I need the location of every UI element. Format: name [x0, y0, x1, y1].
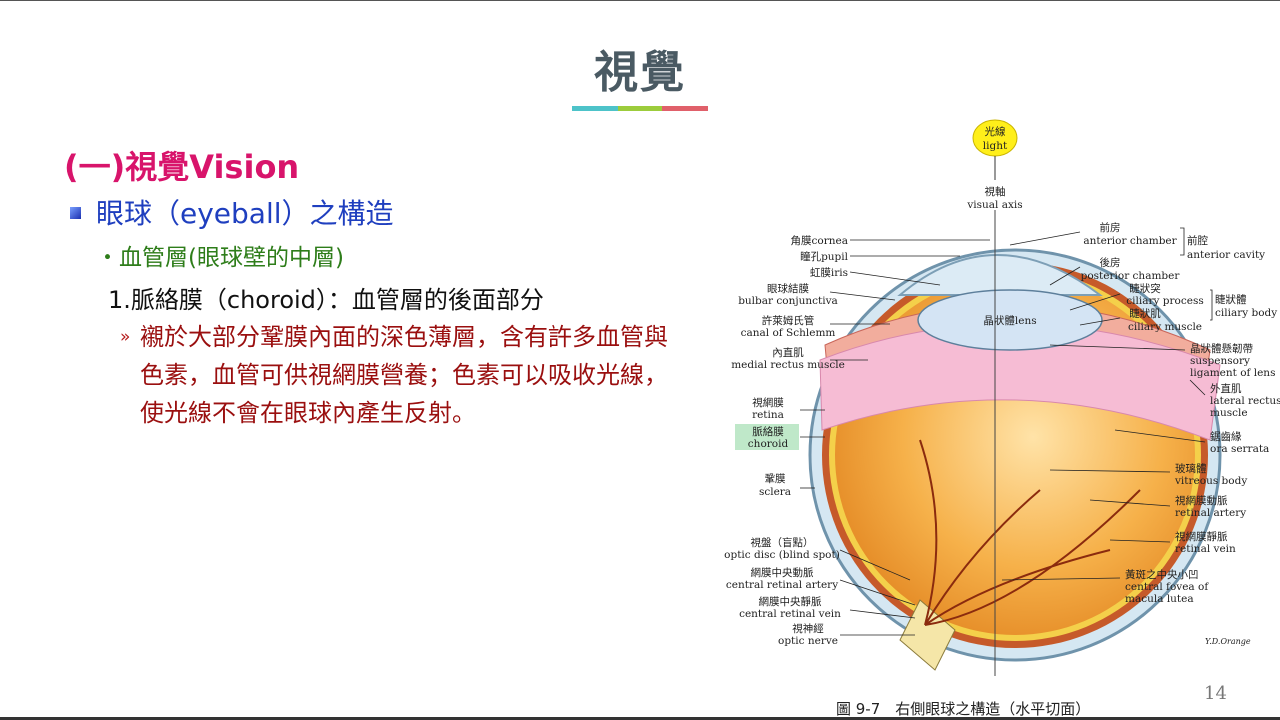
chevron-bullet-icon: » [120, 327, 131, 347]
label-ora-zh: 鋸齒緣 [1210, 430, 1242, 443]
label-sclera-en: sclera [759, 486, 791, 498]
label-retinal-artery-zh: 視網膜動脈 [1175, 494, 1228, 507]
label-sclera-zh: 鞏膜 [765, 473, 786, 485]
illustrator-signature: Y.D.Orange [1205, 637, 1251, 646]
label-anterior-chamber-zh: 前房 [1100, 221, 1121, 234]
label-optic-nerve-en: optic nerve [778, 635, 838, 647]
light-en: light [983, 140, 1008, 152]
label-lateral-en2: muscle [1210, 407, 1248, 419]
retinal-vessels [919, 439, 1141, 626]
lens-label: 晶狀體lens [983, 314, 1036, 327]
label-cra-en: central retinal artery [726, 579, 838, 591]
figure-caption: 圖 9-7 右側眼球之構造（水平切面） [836, 700, 1091, 718]
top-border [0, 0, 1280, 1]
label-ora-en: ora serrata [1210, 443, 1269, 455]
right-leader-lines [1001, 227, 1213, 581]
label-anterior-chamber-en: anterior chamber [1083, 235, 1177, 247]
title-underline-2 [618, 106, 662, 111]
label-fovea-en2: macula lutea [1125, 593, 1194, 605]
label-lateral-en: lateral rectus [1210, 395, 1280, 407]
label-ciliary-muscle-en: ciliary muscle [1128, 321, 1202, 333]
page-number: 14 [1204, 683, 1227, 704]
label-ciliary-process-en: ciliary process [1126, 295, 1203, 307]
label-ciliary-muscle-zh: 睫狀肌 [1129, 307, 1161, 320]
label-conjunctiva-zh: 眼球結膜 [767, 282, 809, 295]
label-suspensory-en2: ligament of lens [1190, 367, 1275, 379]
level3-text: ・血管層(眼球壁的中層) [96, 245, 344, 271]
label-vitreous-en: vitreous body [1174, 475, 1247, 487]
label-optic-nerve-zh: 視神經 [792, 622, 824, 635]
section-heading: (一)視覺Vision [64, 148, 300, 186]
label-retinal-artery-en: retinal artery [1175, 507, 1246, 519]
label-fovea-zh: 黃斑之中央小凹 [1125, 568, 1199, 581]
label-ciliary-process-zh: 睫狀突 [1129, 282, 1161, 295]
label-retina-en: retina [752, 409, 784, 421]
bottom-border [0, 717, 1280, 720]
label-retina-zh: 視網膜 [752, 396, 784, 409]
label-choroid-zh: 脈絡膜 [752, 425, 784, 438]
label-cra-zh: 網膜中央動脈 [751, 566, 814, 579]
label-vitreous-zh: 玻璃體 [1175, 462, 1207, 475]
level4-text: 1.脈絡膜（choroid）：血管層的後面部分 [108, 286, 544, 314]
group-front-zh: 前腔 [1187, 234, 1209, 247]
label-retinal-vein-zh: 視網膜靜脈 [1175, 530, 1228, 543]
right-labels: 前房 anterior chamber 後房 posterior chamber… [1081, 221, 1280, 646]
left-leader-lines [800, 239, 990, 636]
label-crv-zh: 網膜中央靜脈 [759, 595, 822, 608]
subheading: 眼球（eyeball）之構造 [96, 197, 394, 230]
label-pupil: 瞳孔pupil [800, 250, 849, 263]
label-suspensory-en: suspensory [1190, 355, 1250, 367]
label-cornea: 角膜cornea [791, 235, 848, 247]
choroid-highlight [735, 424, 799, 450]
label-schlemm-zh: 許萊姆氏管 [762, 314, 815, 327]
label-medial-en: medial rectus muscle [731, 359, 845, 371]
label-crv-en: central retinal vein [739, 608, 841, 620]
lens-shape [917, 289, 1103, 351]
light-zh: 光線 [985, 125, 1006, 138]
label-suspensory-zh: 晶狀體懸韌帶 [1190, 342, 1253, 355]
slide-title: 視覺 [594, 47, 686, 98]
label-conjunctiva-en: bulbar conjunctiva [738, 295, 838, 307]
level5-text: 襯於大部分鞏膜內面的深色薄層，含有許多血管與色素，血管可供視網膜營養；色素可以吸… [140, 323, 668, 427]
axis-en: visual axis [966, 199, 1022, 211]
left-labels: 角膜cornea 瞳孔pupil 虹膜iris 眼球結膜 bulbar conj… [724, 235, 848, 647]
eyeball-diagram: 光線 light 視軸 visual axis 晶狀體lens 角膜cornea… [724, 119, 1280, 676]
label-medial-zh: 內直肌 [772, 346, 804, 359]
group-ciliary-en: ciliary body [1215, 307, 1277, 319]
label-posterior-chamber-en: posterior chamber [1081, 270, 1181, 282]
label-optic-disc-zh: 視盤（盲點） [751, 536, 814, 549]
label-retinal-vein-en: retinal vein [1175, 543, 1236, 555]
label-lateral-zh: 外直肌 [1210, 382, 1242, 395]
title-underline-1 [572, 106, 618, 111]
title-underline-3 [662, 106, 708, 111]
label-iris: 虹膜iris [810, 267, 848, 279]
label-optic-disc-en: optic disc (blind spot) [724, 549, 840, 561]
square-bullet-icon [70, 207, 81, 219]
group-ciliary-zh: 睫狀體 [1215, 293, 1247, 306]
label-posterior-chamber-zh: 後房 [1100, 256, 1121, 269]
label-schlemm-en: canal of Schlemm [741, 327, 836, 339]
group-front-en: anterior cavity [1187, 249, 1265, 261]
label-choroid-en: choroid [748, 438, 789, 450]
label-fovea-en: central fovea of [1125, 581, 1209, 593]
axis-zh: 視軸 [985, 185, 1006, 198]
